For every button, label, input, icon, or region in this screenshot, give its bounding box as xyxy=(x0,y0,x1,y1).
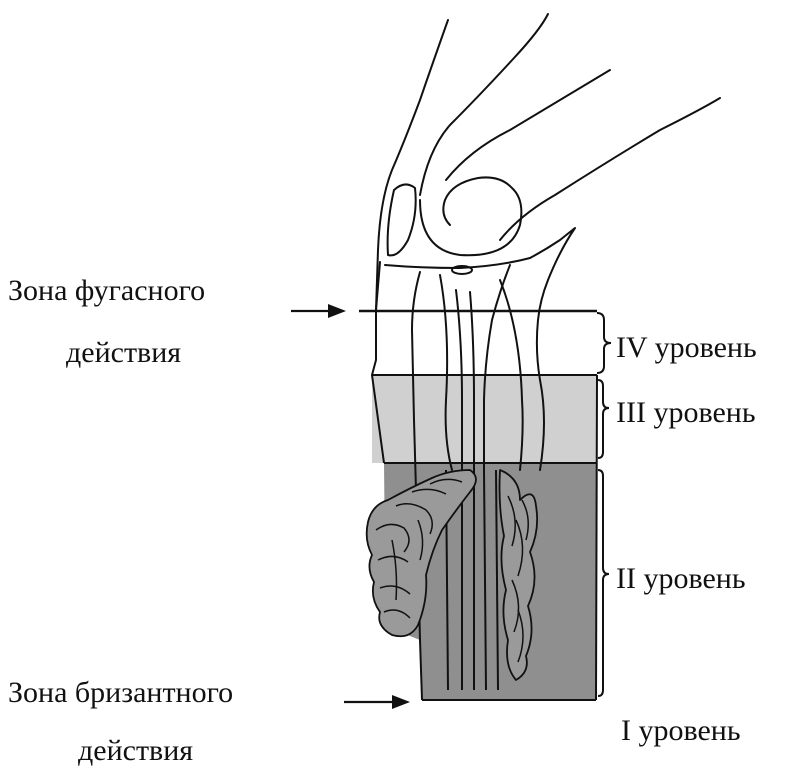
blast-zone-label-line1: Зона фугасного xyxy=(8,274,205,308)
level-iii-label: III уровень xyxy=(616,396,756,430)
brisant-zone-label-line2: действия xyxy=(78,734,193,768)
blast-zone-label-line2: действия xyxy=(66,336,181,370)
stump-right-edge xyxy=(596,375,597,700)
patella xyxy=(388,184,416,255)
brisant-zone-arrow xyxy=(344,695,410,709)
level-i-label: I уровень xyxy=(621,714,741,748)
femoral-condyle xyxy=(420,177,521,255)
thigh-right-contour xyxy=(500,98,720,240)
level-braces xyxy=(597,313,611,696)
blast-zone-arrow xyxy=(291,304,346,318)
brisant-zone-label-line1: Зона бризантного xyxy=(8,676,233,710)
leg-left-contour xyxy=(372,262,380,375)
thigh-inner-contour-2 xyxy=(446,70,610,180)
background-ghost-text xyxy=(290,0,301,50)
level-ii-label: II уровень xyxy=(616,562,746,596)
level-iv-label: IV уровень xyxy=(616,331,757,365)
thigh-inner-contour-1 xyxy=(420,14,548,195)
